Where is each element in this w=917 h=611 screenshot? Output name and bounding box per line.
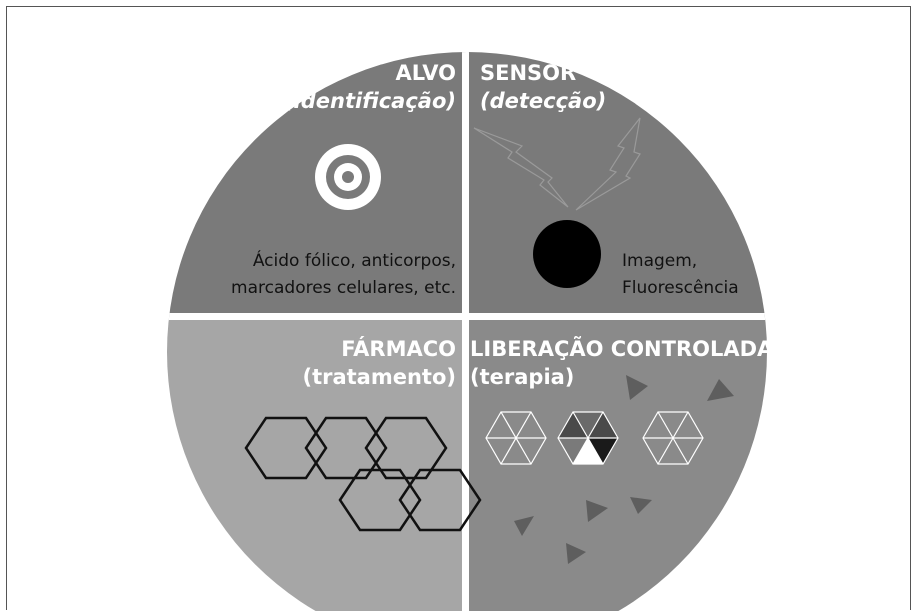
figure-frame	[6, 6, 911, 610]
sensor-title: SENSOR	[480, 61, 576, 85]
target-icon	[315, 144, 381, 210]
horizontal-divider	[167, 313, 767, 320]
liberacao-subtitle: (terapia)	[470, 365, 574, 389]
segmented-hexagon-icon	[642, 411, 704, 465]
hexagon-molecule-icon	[244, 416, 482, 532]
sensor-subtitle: (detecção)	[480, 89, 606, 113]
alvo-subtitle: (identificação)	[284, 89, 456, 113]
segmented-hexagon-icon	[557, 411, 619, 465]
triangle-icon	[586, 500, 608, 522]
alvo-description-line1: Ácido fólico, anticorpos,	[253, 249, 456, 271]
nanoparticle-icon	[533, 220, 601, 288]
lightning-bolt-icon	[473, 117, 641, 211]
farmaco-title: FÁRMACO	[341, 336, 456, 361]
triangle-icon	[626, 375, 648, 400]
triangle-icon	[707, 379, 734, 401]
triangle-icon	[566, 543, 586, 564]
farmaco-subtitle: (tratamento)	[302, 365, 456, 389]
triangle-icon	[630, 497, 652, 514]
triangle-icon	[514, 516, 534, 536]
liberacao-title: LIBERAÇÃO CONTROLADA	[470, 336, 774, 361]
segmented-hexagon-icon	[485, 411, 547, 465]
alvo-title: ALVO	[396, 61, 456, 85]
alvo-description-line2: marcadores celulares, etc.	[231, 278, 456, 298]
sensor-description-line1: Imagem,	[622, 251, 697, 271]
sensor-description-line2: Fluorescência	[622, 278, 739, 298]
vertical-divider	[462, 52, 469, 611]
drug-triangles	[514, 375, 734, 564]
